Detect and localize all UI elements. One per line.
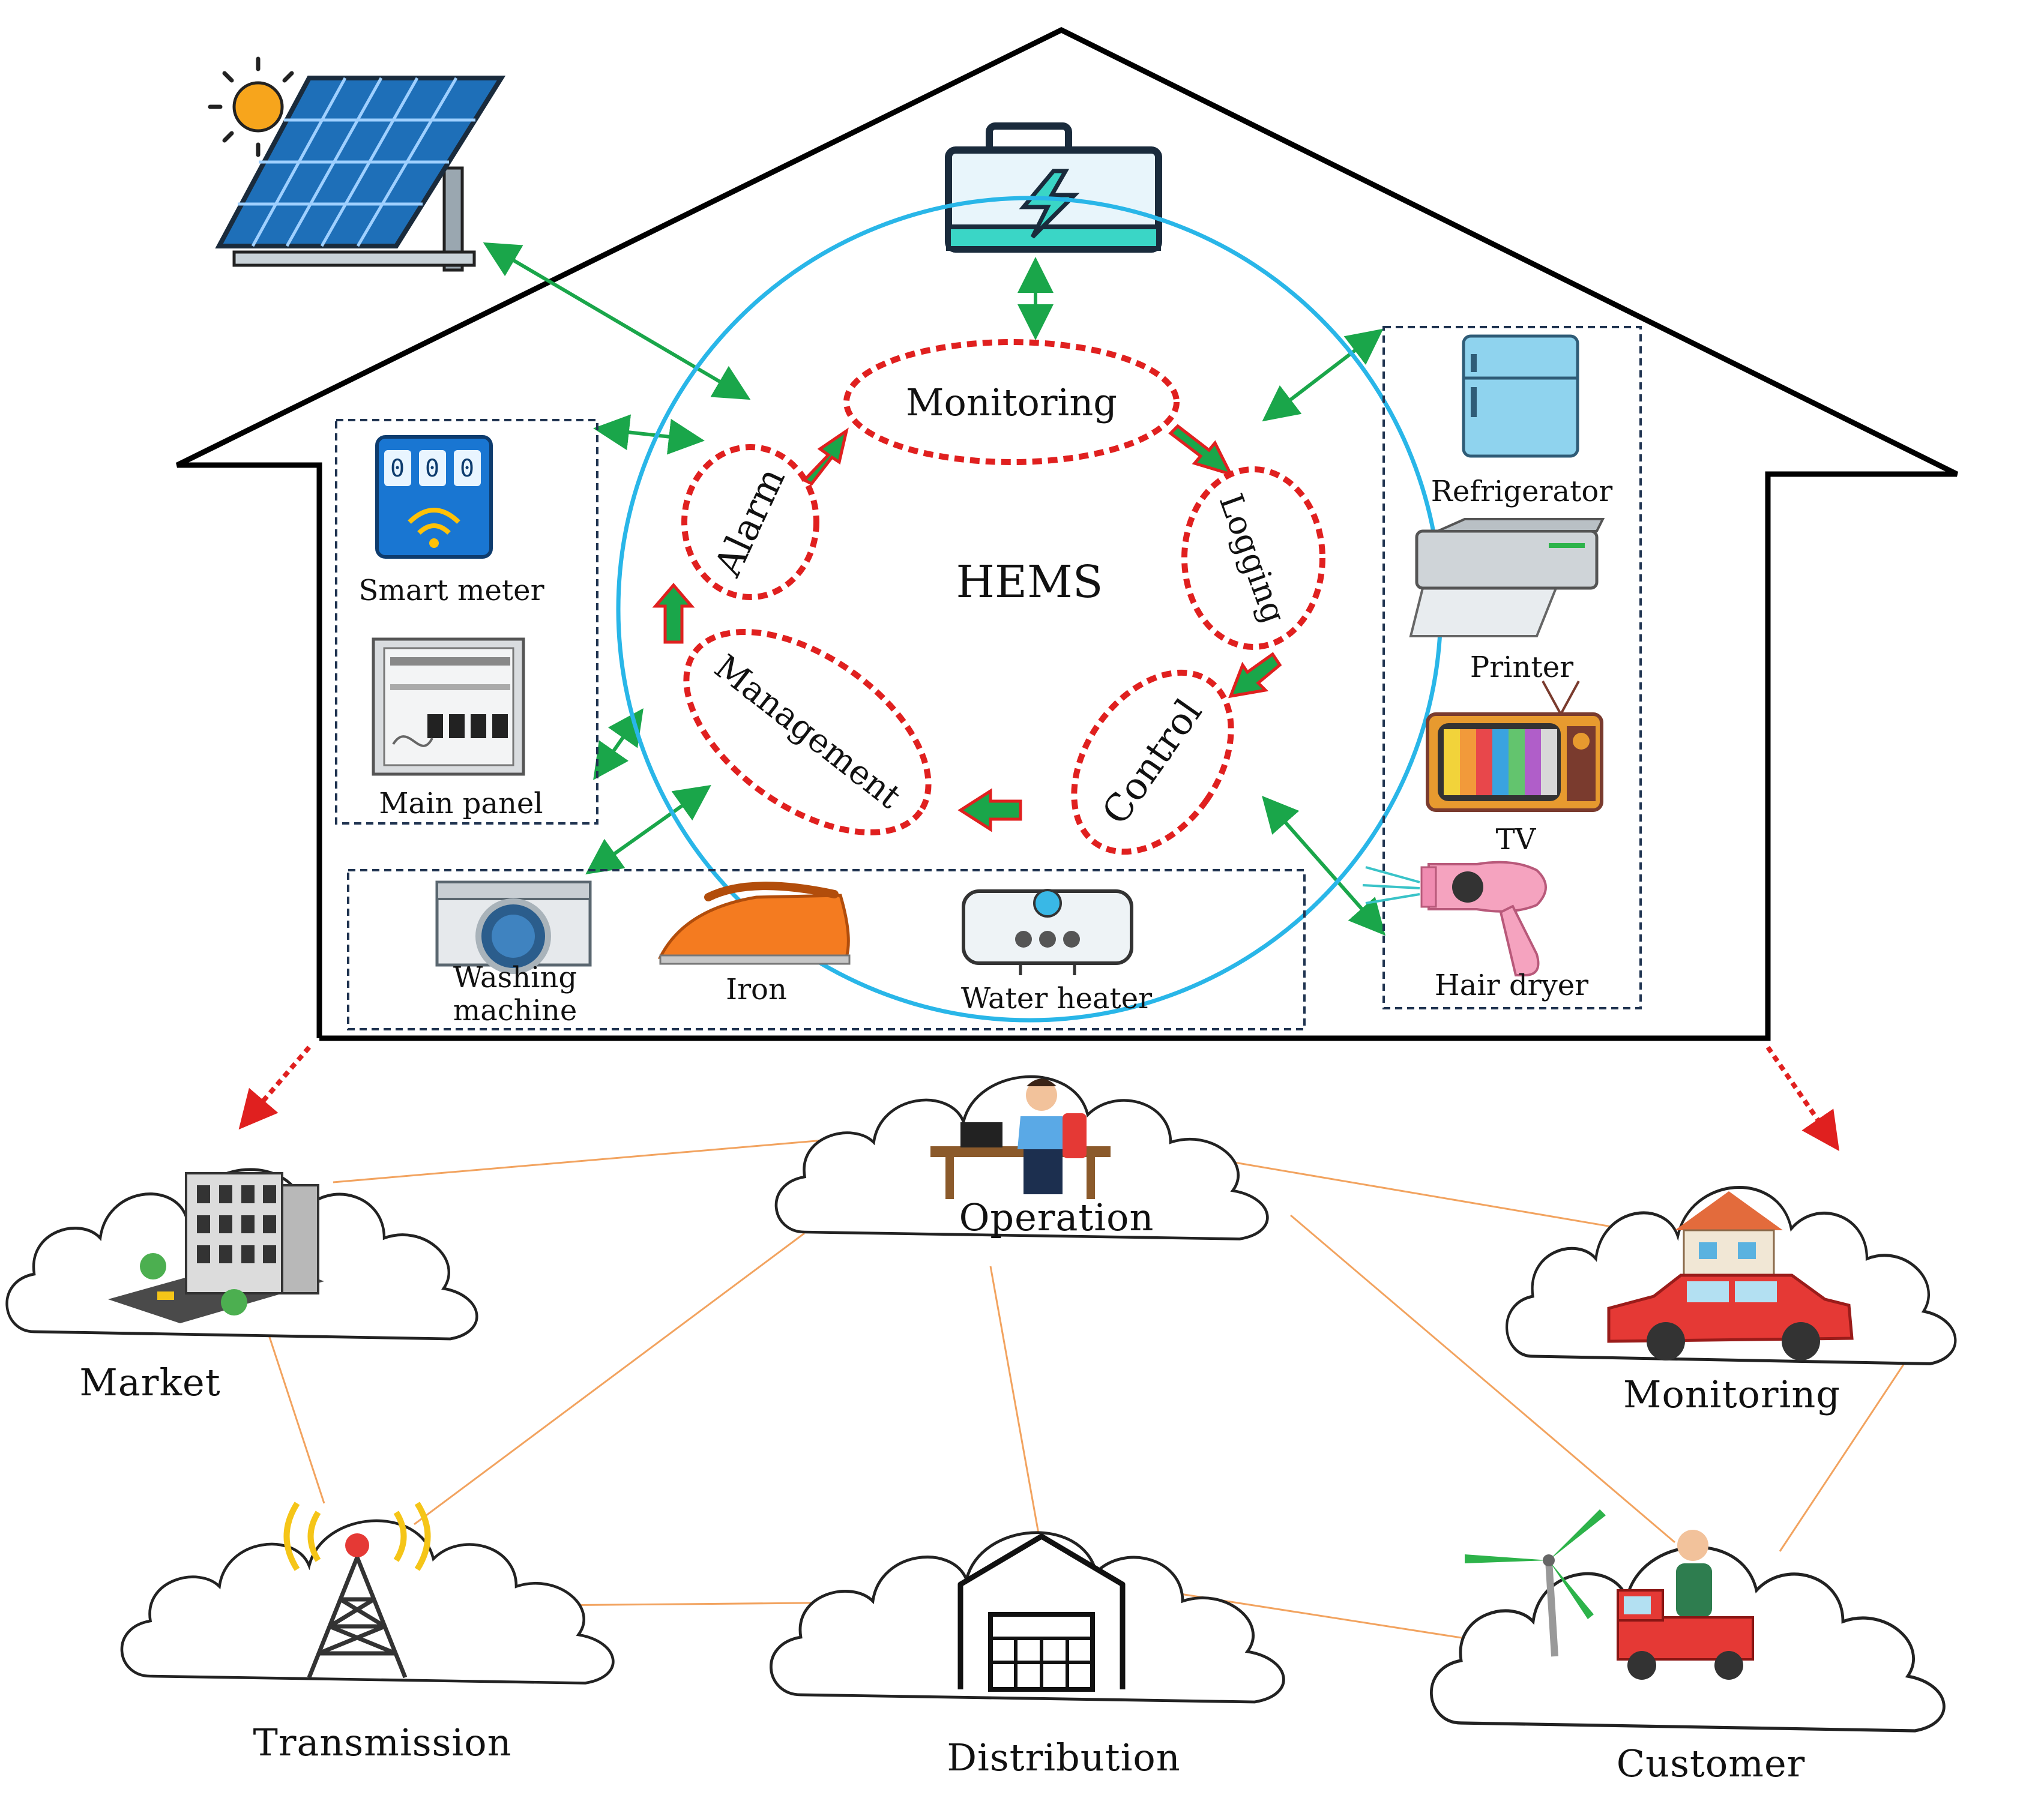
- stage-alarm-label: Alarm: [705, 461, 794, 583]
- cycle-arrow-control-to-management: [957, 788, 1022, 832]
- hair-dryer-label: Hair dryer: [1435, 969, 1588, 1002]
- green-connector-arrows: [483, 242, 1385, 936]
- hair-dryer-icon: [1362, 861, 1547, 976]
- cycle-arrow-alarm-to-monitoring: [801, 427, 849, 486]
- stage-control: Control: [1071, 669, 1234, 855]
- main-panel-label: Main panel: [379, 787, 543, 820]
- transmission-tower-icon: [283, 1502, 431, 1679]
- operation-label: Operation: [959, 1195, 1154, 1239]
- cycle-arrow-monitoring-to-logging: [1168, 424, 1234, 477]
- arrow-hems-rightbox-bottom: [1262, 796, 1385, 936]
- stage-management: Management: [683, 629, 932, 835]
- stage-management-label: Management: [707, 648, 908, 817]
- smart-meter-icon: 0 0 0: [375, 435, 493, 559]
- stage-alarm: Alarm: [681, 444, 819, 600]
- svg-text:0: 0: [460, 455, 474, 483]
- battery-icon: [945, 122, 1162, 253]
- arrow-solar-hems: [483, 242, 751, 400]
- water-heater-icon: [962, 889, 1133, 975]
- arrow-hems-rightbox-top: [1262, 328, 1384, 422]
- customer-label: Customer: [1617, 1742, 1806, 1785]
- cycle-arrows: [652, 424, 1282, 832]
- bottom-device-box: Washing machine Iron Water heater: [347, 869, 1306, 1030]
- cycle-arrow-management-to-alarm: [652, 583, 695, 644]
- hems-center-label: HEMS: [956, 556, 1103, 608]
- stage-monitoring-label: Monitoring: [906, 380, 1117, 424]
- iron-label: Iron: [726, 973, 787, 1006]
- stage-control-label: Control: [1093, 691, 1210, 832]
- smart-meter-label: Smart meter: [358, 574, 544, 607]
- iron-icon: [657, 882, 851, 965]
- washing-machine-label-line2: machine: [453, 994, 577, 1027]
- printer-icon: [1409, 518, 1605, 637]
- grid-network-lines: [268, 1136, 1916, 1646]
- distribution-warehouse-icon: [957, 1533, 1126, 1692]
- monitoring-label: Monitoring: [1623, 1373, 1841, 1416]
- customer-turbine-truck-icon: [1465, 1509, 1754, 1680]
- arrow-bottombox-hems: [585, 785, 711, 874]
- printer-label: Printer: [1470, 651, 1573, 684]
- market-label: Market: [79, 1361, 220, 1404]
- distribution-label: Distribution: [947, 1736, 1180, 1779]
- tv-icon: [1426, 681, 1603, 812]
- stage-monitoring: Monitoring: [843, 339, 1180, 465]
- washing-machine-label-line1: Washing: [453, 961, 577, 994]
- refrigerator-label: Refrigerator: [1431, 475, 1612, 508]
- solar-panel-icon: [208, 56, 506, 272]
- transmission-label: Transmission: [253, 1721, 511, 1764]
- svg-text:0: 0: [425, 455, 439, 483]
- red-dotted-arrows: [238, 1045, 1840, 1152]
- tv-label: TV: [1496, 823, 1537, 856]
- arrow-leftbox-hems-bottom: [593, 708, 644, 780]
- stage-logging-label: Logging: [1212, 489, 1294, 628]
- arrow-leftbox-hems-top: [593, 414, 705, 455]
- svg-text:0: 0: [390, 455, 405, 483]
- washing-machine-icon: [435, 880, 592, 974]
- house-outline: [176, 26, 1958, 1041]
- cycle-arrow-logging-to-control: [1228, 652, 1282, 699]
- stage-logging: Logging: [1181, 466, 1325, 650]
- refrigerator-icon: [1462, 334, 1579, 458]
- operation-person-icon: [930, 1078, 1111, 1199]
- main-panel-icon: [372, 637, 525, 776]
- water-heater-label: Water heater: [961, 982, 1152, 1015]
- right-device-box: Refrigerator Printer TV: [1362, 326, 1642, 1009]
- monitoring-house-car-icon: [1607, 1191, 1854, 1361]
- left-device-box: 0 0 0 Smart meter Main panel: [335, 419, 598, 825]
- market-building-icon: [108, 1172, 324, 1323]
